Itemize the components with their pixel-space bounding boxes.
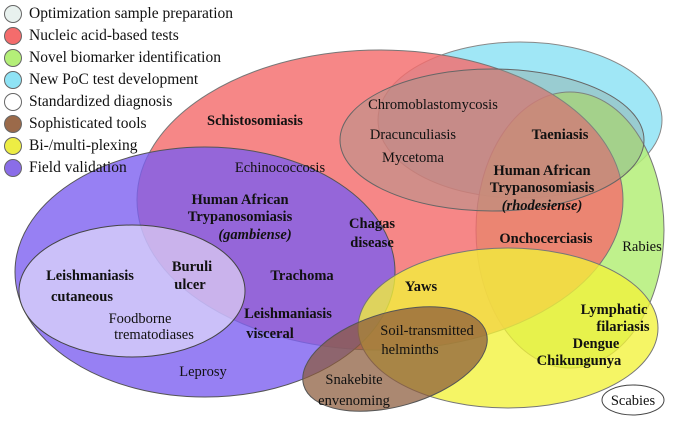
label-echinococcosis: Echinococcosis <box>235 160 326 176</box>
label-rabies: Rabies <box>622 239 662 255</box>
label-hat-gambiense-line3: (gambiense) <box>218 227 291 243</box>
region-optimization-sample-prep <box>339 68 645 212</box>
legend-item: Bi-/multi-plexing <box>4 135 233 157</box>
label-lymphatic-filariasis-line1: Lymphatic <box>581 302 648 318</box>
legend-label: Field validation <box>29 159 127 176</box>
label-dengue: Dengue <box>573 336 620 352</box>
label-foodborne-line1: Foodborne <box>109 311 172 327</box>
label-taeniasis: Taeniasis <box>532 127 589 143</box>
label-schistosomiasis: Schistosomiasis <box>207 113 303 129</box>
label-hat-gambiense-line2: Trypanosomiasis <box>188 209 293 225</box>
label-trachoma: Trachoma <box>270 268 334 284</box>
label-sth-line2: helminths <box>381 342 439 358</box>
legend-label: Optimization sample preparation <box>29 5 234 22</box>
legend-label: Nucleic acid-based tests <box>29 27 179 44</box>
label-leishmaniasis-cutaneous-line1: Leishmaniasis <box>46 268 134 284</box>
region-standardized-diagnosis <box>18 224 246 358</box>
legend-swatch <box>4 159 22 177</box>
legend-swatch <box>4 5 22 23</box>
label-buruli-line1: Buruli <box>172 259 212 275</box>
label-mycetoma: Mycetoma <box>382 150 445 166</box>
legend-item: New PoC test development <box>4 69 233 91</box>
label-hat-rhodesiense-line1: Human African <box>493 163 590 179</box>
region-sophisticated-tools <box>302 306 488 412</box>
label-onchocerciasis: Onchocerciasis <box>499 231 593 247</box>
legend-item: Standardized diagnosis <box>4 91 233 113</box>
legend-swatch <box>4 27 22 45</box>
legend-item: Field validation <box>4 157 233 179</box>
legend-label: Novel biomarker identification <box>29 49 221 66</box>
label-hat-gambiense-line1: Human African <box>191 192 288 208</box>
label-leishmaniasis-visceral-line2: visceral <box>246 326 294 342</box>
legend-swatch <box>4 137 22 155</box>
label-chromoblastomycosis: Chromoblastomycosis <box>368 97 498 113</box>
legend-swatch <box>4 71 22 89</box>
legend-item: Novel biomarker identification <box>4 47 233 69</box>
label-hat-rhodesiense-line2: Trypanosomiasis <box>490 180 595 196</box>
legend-label: Standardized diagnosis <box>29 93 173 110</box>
label-snakebite-line1: Snakebite <box>325 372 382 388</box>
legend-swatch <box>4 115 22 133</box>
legend-label: Sophisticated tools <box>29 115 147 132</box>
legend-label: Bi-/multi-plexing <box>29 137 138 154</box>
label-leishmaniasis-cutaneous-line2: cutaneous <box>51 289 113 305</box>
legend-label: New PoC test development <box>29 71 199 88</box>
label-buruli-line2: ulcer <box>174 277 206 293</box>
legend-swatch <box>4 49 22 67</box>
label-scabies: Scabies <box>611 393 656 409</box>
legend-swatch <box>4 93 22 111</box>
region-scabies <box>601 384 665 416</box>
legend-item: Optimization sample preparation <box>4 3 233 25</box>
legend-item: Sophisticated tools <box>4 113 233 135</box>
label-chikungunya: Chikungunya <box>537 353 622 369</box>
label-chagas-line1: Chagas <box>349 216 395 232</box>
label-dracunculiasis: Dracunculiasis <box>370 127 457 143</box>
label-chagas-line2: disease <box>350 235 394 251</box>
legend-item: Nucleic acid-based tests <box>4 25 233 47</box>
label-hat-rhodesiense-line3: (rhodesiense) <box>502 198 583 214</box>
label-leishmaniasis-visceral-line1: Leishmaniasis <box>244 306 332 322</box>
label-foodborne-line2: trematodiases <box>114 327 194 343</box>
label-leprosy: Leprosy <box>179 364 227 380</box>
label-sth-line1: Soil-transmitted <box>380 323 474 339</box>
label-yaws: Yaws <box>405 279 438 295</box>
label-snakebite-line2: envenoming <box>318 393 390 409</box>
label-lymphatic-filariasis-line2: filariasis <box>596 319 650 335</box>
